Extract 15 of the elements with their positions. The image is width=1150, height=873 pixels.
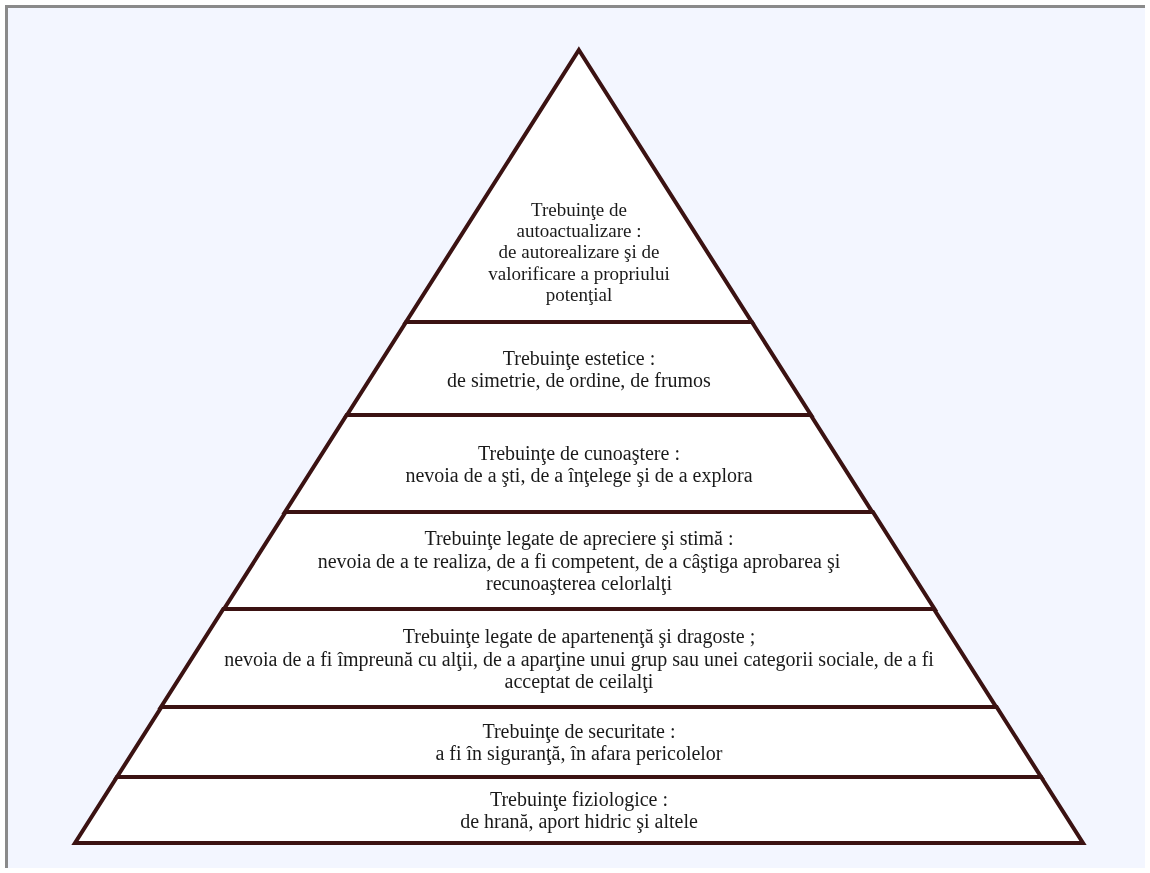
level-heading: Trebuinţe de securitate : xyxy=(482,719,676,742)
level-description: nevoia de a fi împreună cu alţii, de a aparţine unui grup sau unei categorii sociale, de a fi acceptat de ceilalţi xyxy=(223,647,935,693)
pyramid-level xyxy=(116,707,1042,777)
level-heading: Trebuinţe fiziologice : xyxy=(489,787,669,810)
level-heading: Trebuinţe estetice : xyxy=(502,346,656,369)
level-heading: Trebuinţe de autoactualizare : xyxy=(515,198,643,242)
level-description: nevoia de a te realiza, de a fi competent, de a câştiga aprobarea şi recunoaşterea celorlalţi xyxy=(316,549,842,595)
level-description: de simetrie, de ordine, de frumos xyxy=(447,369,711,392)
level-description: de hrană, aport hidric şi altele xyxy=(460,810,698,833)
level-description: de autorealizare şi de valorificare a propriului potenţial xyxy=(487,241,671,306)
level-description: a fi în siguranţă, în afara pericolelor xyxy=(435,742,723,765)
level-heading: Trebuinţe legate de apreciere şi stimă : xyxy=(424,527,734,550)
level-heading: Trebuinţe de cunoaştere : xyxy=(478,441,680,464)
level-description: nevoia de a şti, de a înţelege şi de a explora xyxy=(405,464,753,487)
level-heading: Trebuinţe legate de apartenenţă şi dragoste ; xyxy=(402,625,756,648)
